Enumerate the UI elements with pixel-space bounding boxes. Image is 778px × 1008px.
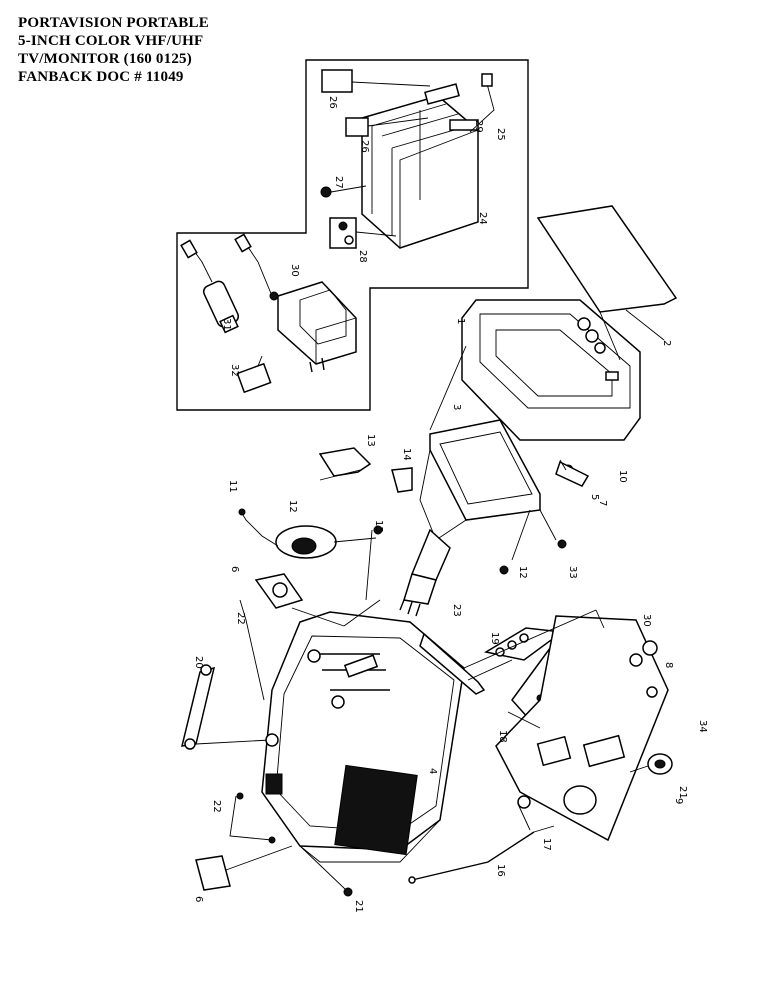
callout-14: 14 [401,448,412,461]
callout-33: 33 [567,566,578,579]
title-line-4: FANBACK DOC # 11049 [18,69,184,85]
callout-30b: 30 [641,614,652,627]
rear-label [195,855,231,891]
speaker [238,508,337,559]
callout-11: 11 [227,480,238,493]
battery-label-25 [345,117,369,137]
callout-25: 25 [495,128,506,141]
callout-22: 22 [235,612,246,625]
rod-23 [419,632,486,695]
rear-cabinet [261,611,465,863]
callout-30: 30 [289,264,300,277]
battery-lead-29 [469,79,495,133]
callout-32: 32 [229,364,240,377]
knob-8 [642,640,658,656]
callout-9: 9 [673,798,684,804]
callout-10: 10 [617,470,628,483]
screen-cover [536,205,678,313]
callout-2: 2 [661,340,672,346]
screw-33 [557,539,567,549]
callout-16: 16 [495,864,506,877]
callout-13: 13 [365,434,376,447]
picture-tube [399,419,541,617]
callout-labels: 26 25 26 27 24 28 30 31 32 1 2 3 5 13 14… [193,96,708,913]
callout-1: 1 [455,318,466,324]
callout-18: 18 [497,730,508,743]
main-chassis-board [495,615,669,842]
carry-handle [181,666,216,747]
screw-22 [236,792,244,800]
screw-27 [320,186,332,198]
callout-5: 5 [589,494,600,500]
callout-23: 23 [451,604,462,617]
bracket-14 [391,467,413,493]
diagram-title: PORTAVISION PORTABLE 5-INCH COLOR VHF/UH… [18,14,209,86]
callout-15: 15 [373,520,384,533]
callout-26: 26 [327,96,338,109]
antenna-rod [411,831,535,881]
callout-26b: 26 [359,140,370,153]
callout-19: 19 [489,632,500,645]
title-line-1: PORTAVISION PORTABLE [18,15,209,31]
callout-22b: 22 [211,800,222,813]
callout-17: 17 [541,838,552,851]
callout-24: 24 [477,212,488,225]
accessory-inset-frame [176,59,529,411]
callout-7: 7 [597,500,608,506]
battery-pack [361,83,479,249]
bracket-13 [318,447,372,477]
title-line-2: 5-INCH COLOR VHF/UHF [18,33,204,49]
callout-28: 28 [357,250,368,263]
callout-8: 8 [663,662,674,668]
callout-21b: 21 [353,900,364,913]
battery-label-26a [321,69,353,93]
callout-27: 27 [333,176,344,189]
callout-12: 12 [287,500,298,513]
front-bezel [461,299,641,441]
leader-lines [225,311,649,891]
screw-15 [373,525,383,535]
callout-20: 20 [193,656,204,669]
callout-21: 21 [677,786,688,799]
callout-3: 3 [451,404,462,410]
callout-29: 29 [473,120,484,133]
callout-4: 4 [427,768,438,774]
callout-31: 31 [221,318,232,331]
car-adapter-cord [180,239,240,334]
callout-34: 34 [697,720,708,733]
callout-12b: 12 [517,566,528,579]
callout-6b: 6 [193,896,204,902]
title-line-3: TV/MONITOR (160 0125) [18,51,192,67]
screw-12 [499,565,509,575]
plug-32 [236,362,272,394]
ac-adapter [234,233,357,373]
callout-6: 6 [229,566,240,572]
